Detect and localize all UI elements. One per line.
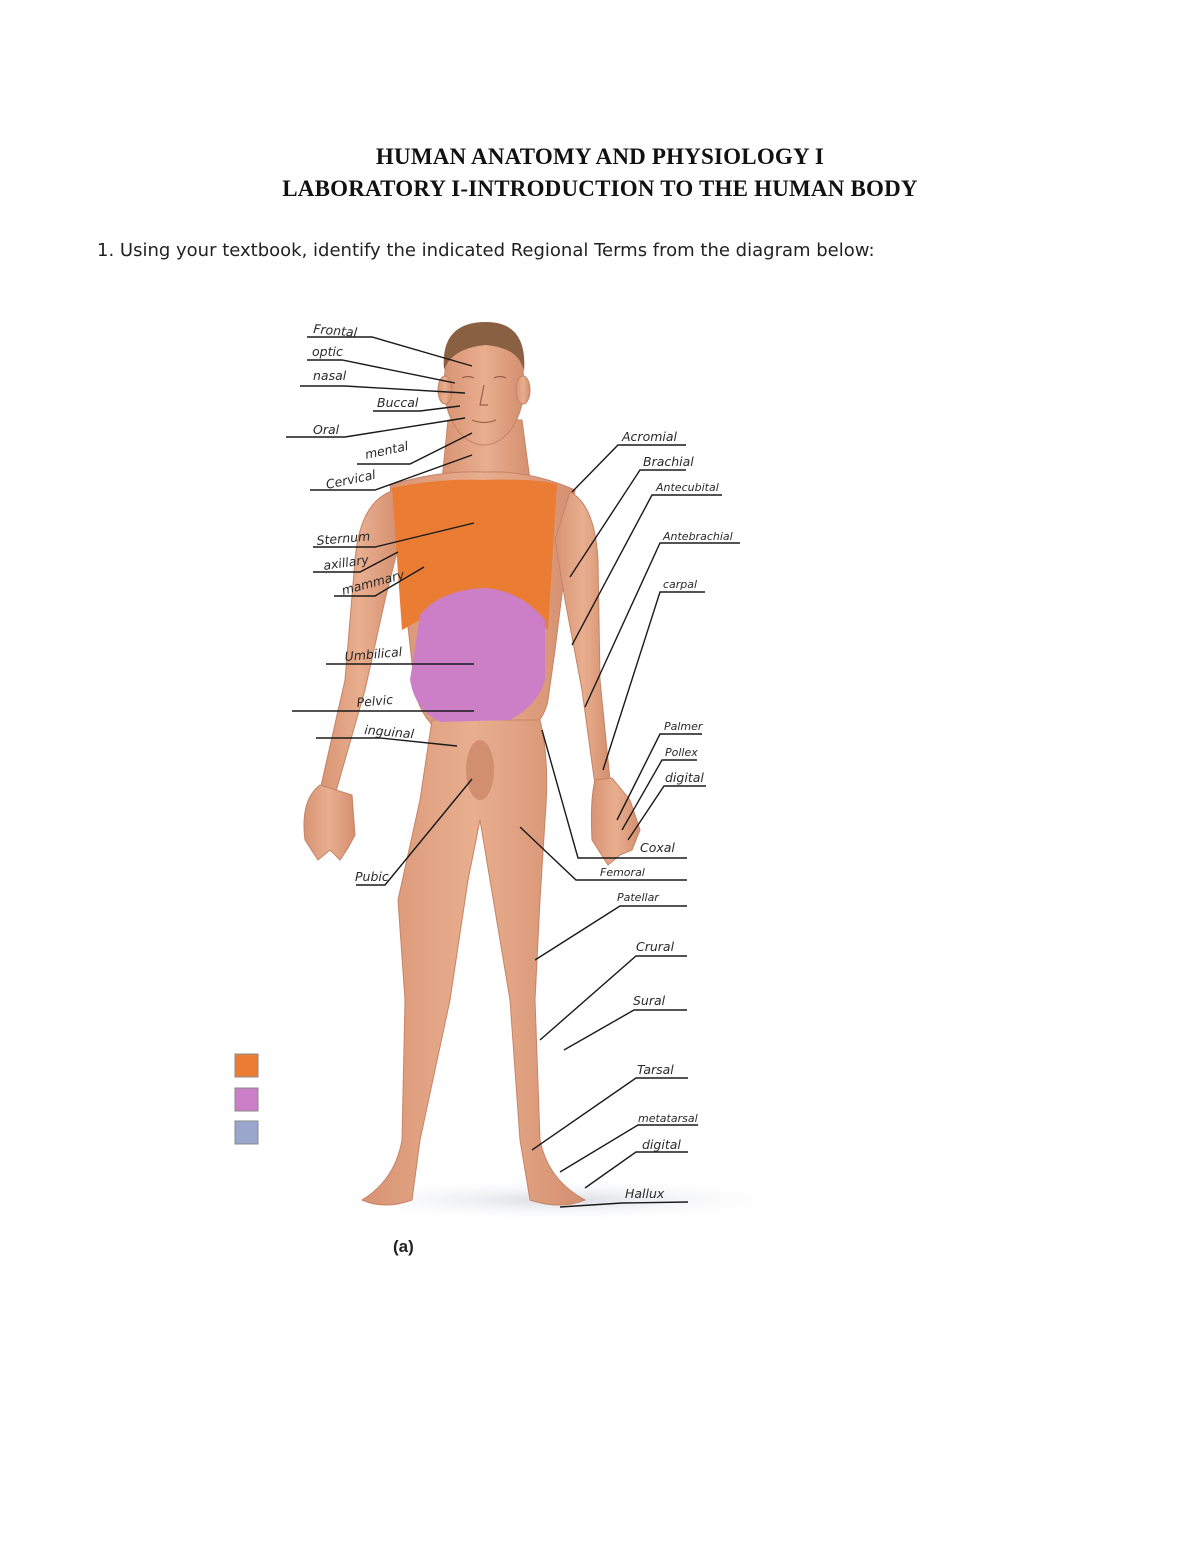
label-left-4: Buccal	[377, 395, 419, 410]
label-left-12: Pelvic	[356, 692, 394, 710]
legend-swatch-purple	[234, 1087, 259, 1112]
left-leader-lines	[286, 336, 475, 886]
right-labels: Acromial Brachial Antecubital Antebrachi…	[600, 429, 733, 1201]
label-left-13: inguinal	[364, 722, 415, 741]
legend-swatch-orange	[234, 1053, 259, 1078]
label-left-2: optic	[312, 344, 343, 359]
label-right-10: Femoral	[600, 866, 645, 879]
label-left-14: Pubic	[355, 869, 389, 884]
label-right-11: Patellar	[617, 891, 660, 904]
label-left-6: mental	[364, 438, 410, 462]
hair	[443, 322, 525, 372]
right-leader-lines	[519, 444, 740, 1208]
label-right-13: Sural	[633, 993, 666, 1008]
figure-sublabel: (a)	[393, 1237, 414, 1256]
label-right-15: metatarsal	[638, 1112, 698, 1125]
abdomen-region	[410, 588, 545, 722]
label-right-17: Hallux	[625, 1186, 665, 1201]
question-text: 1. Using your textbook, identify the ind…	[97, 240, 875, 261]
label-right-7: Pollex	[665, 746, 698, 759]
label-right-4: Antebrachial	[662, 530, 733, 543]
label-left-7: Cervical	[325, 467, 378, 492]
label-right-6: Palmer	[664, 720, 704, 733]
label-right-2: Brachial	[643, 454, 694, 469]
label-left-11: Umbilical	[344, 644, 403, 664]
title-line-2: LABORATORY I-INTRODUCTION TO THE HUMAN B…	[282, 176, 918, 201]
label-right-14: Tarsal	[637, 1062, 674, 1077]
label-right-12: Crural	[636, 939, 675, 954]
title-line-1: HUMAN ANATOMY AND PHYSIOLOGY I	[375, 144, 825, 169]
legend-swatch-blue	[234, 1120, 259, 1145]
pubic-region-shape	[466, 740, 494, 800]
label-right-9: Coxal	[640, 840, 675, 855]
label-left-3: nasal	[313, 368, 347, 383]
label-left-9: axillary	[322, 552, 370, 573]
thorax-region	[392, 479, 557, 630]
label-right-8: digital	[665, 770, 704, 785]
label-right-1: Acromial	[621, 429, 678, 444]
face-features	[461, 375, 507, 424]
label-left-1: Frontal	[313, 321, 359, 340]
label-left-5: Oral	[313, 422, 340, 437]
label-right-5: carpal	[663, 578, 697, 591]
label-left-8: Sternum	[316, 528, 371, 548]
label-right-16: digital	[642, 1137, 681, 1152]
label-right-3: Antecubital	[655, 481, 719, 494]
left-labels: Frontal optic nasal Buccal Oral mental C…	[312, 321, 419, 884]
